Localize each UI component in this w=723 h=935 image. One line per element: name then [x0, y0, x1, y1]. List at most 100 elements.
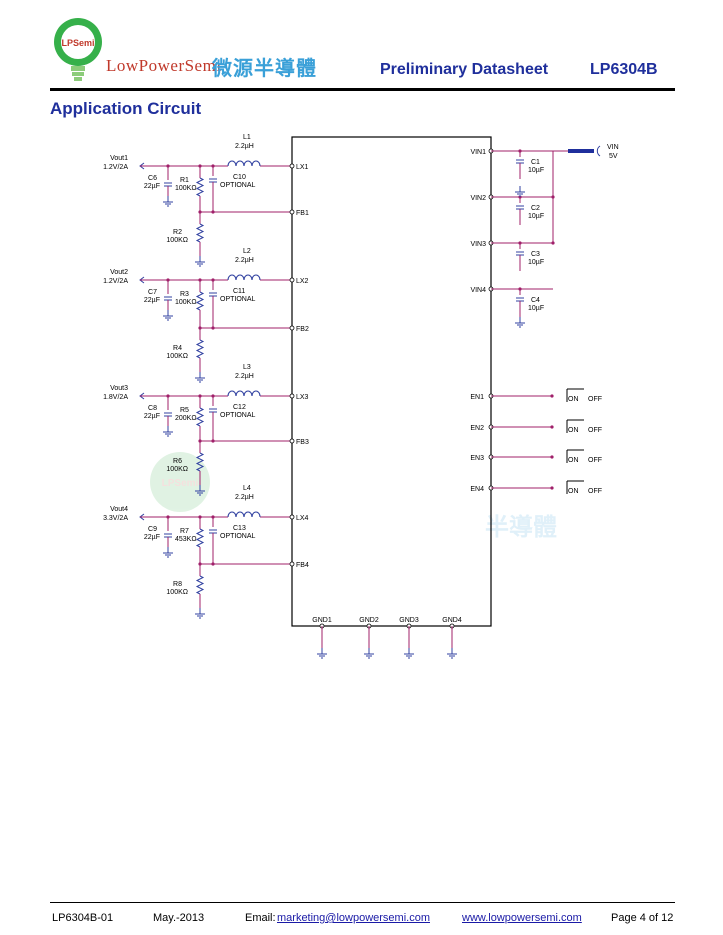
enable-pin-label: EN4 [470, 486, 484, 493]
inductor-symbol [227, 390, 261, 397]
inductor-symbol [227, 511, 261, 518]
enable-pin-label: EN2 [470, 425, 484, 432]
ground-symbol [515, 186, 525, 197]
pin-marker [289, 209, 295, 215]
inductor-value: 2.2µH [235, 143, 254, 150]
capacitor-symbol [164, 533, 172, 538]
input-cap-name: C2 [531, 205, 540, 212]
capacitor-symbol [516, 297, 524, 302]
ground-symbol [163, 310, 173, 321]
resistor-top-name: R5 [180, 407, 189, 414]
resistor-symbol [195, 575, 205, 595]
fb-pin-label: FB3 [296, 439, 309, 446]
enable-pin-label: EN1 [470, 394, 484, 401]
resistor-symbol [195, 407, 205, 427]
capacitor-symbol [209, 408, 217, 413]
resistor-top-name: R7 [180, 528, 189, 535]
junction-dot [551, 241, 555, 245]
resistor-bottom-value: 100KΩ [166, 237, 188, 244]
output-label: Vout2 [110, 269, 128, 276]
resistor-symbol [195, 339, 205, 359]
inductor-name: L1 [243, 134, 251, 141]
capacitor-symbol [516, 159, 524, 164]
footer-website-link[interactable]: www.lowpowersemi.com [462, 912, 582, 924]
header-divider [50, 88, 675, 91]
input-cap-value: 10µF [528, 259, 544, 266]
output-cap-name: C7 [148, 289, 157, 296]
pin-marker [289, 277, 295, 283]
enable-pin-3: EN3 ON OFF [470, 449, 602, 464]
footer-email-label: Email: [245, 912, 276, 924]
output-channel-2: Vout21.2V/2AC722µFR3100KΩR4100KΩC11OPTIO… [103, 248, 309, 383]
part-number: LP6304B [590, 61, 658, 78]
lx-pin-label: LX2 [296, 278, 309, 285]
inductor-value: 2.2µH [235, 257, 254, 264]
logo-icon: LPSemi [52, 16, 104, 82]
capacitor-symbol [516, 251, 524, 256]
logo-text: LowPowerSemi [106, 56, 222, 75]
footer-doc-id: LP6304B-01 [52, 912, 114, 924]
footer-divider [50, 902, 675, 903]
vin-terminal-icon [596, 145, 601, 157]
footer-date: May.-2013 [153, 912, 205, 924]
section-title: Application Circuit [50, 99, 202, 118]
lx-pin-label: LX1 [296, 164, 309, 171]
svg-text:半導體: 半導體 [485, 513, 557, 541]
switch-on-label: ON [568, 488, 579, 495]
pin-marker [289, 514, 295, 520]
input-cap-name: C4 [531, 297, 540, 304]
gnd-pin-1: GND1 [312, 617, 332, 659]
enable-pin-label: EN3 [470, 455, 484, 462]
switch-off-label: OFF [588, 457, 602, 464]
output-spec: 1.2V/2A [103, 164, 128, 171]
lx-pin-label: LX4 [296, 515, 309, 522]
junction-dot [550, 394, 554, 398]
optional-cap-name: C11 [233, 288, 245, 295]
output-cap-name: C6 [148, 175, 157, 182]
capacitor-symbol [164, 296, 172, 301]
vin-label: VIN [607, 144, 619, 151]
ground-symbol [163, 196, 173, 207]
capacitor-symbol [209, 178, 217, 183]
gnd-pin-2: GND2 [359, 617, 379, 659]
ground-symbol [195, 372, 205, 383]
inductor-name: L2 [243, 248, 251, 255]
junction-dot [551, 195, 555, 199]
switch-off-label: OFF [588, 488, 602, 495]
switch-on-label: ON [568, 457, 579, 464]
logo-chinese-text: 微源半導體 [212, 58, 317, 80]
output-cap-value: 22µF [144, 413, 160, 420]
resistor-top-name: R3 [180, 291, 189, 298]
inductor-name: L3 [243, 364, 251, 371]
optional-cap-name: C12 [233, 404, 246, 411]
inductor-symbol [227, 160, 261, 167]
resistor-top-value: 200KΩ [175, 415, 197, 422]
output-label: Vout4 [110, 506, 128, 513]
output-cap-value: 22µF [144, 297, 160, 304]
footer-email-link[interactable]: marketing@lowpowersemi.com [277, 912, 430, 924]
resistor-symbol [195, 223, 205, 243]
gnd-pin-label: GND1 [312, 617, 332, 624]
capacitor-symbol [164, 412, 172, 417]
resistor-top-value: 453KΩ [175, 536, 197, 543]
fb-pin-label: FB1 [296, 210, 309, 217]
resistor-top-value: 100KΩ [175, 299, 197, 306]
resistor-bottom-name: R2 [173, 229, 182, 236]
ground-symbol [317, 648, 327, 659]
inductor-name: L4 [243, 485, 251, 492]
fb-pin-label: FB4 [296, 562, 309, 569]
application-circuit-schematic: LPSemi 半導體 Vout11.2V/2AC622µFR1100KΩR210… [103, 134, 619, 659]
resistor-symbol [195, 528, 205, 548]
output-spec: 1.8V/2A [103, 394, 128, 401]
resistor-bottom-name: R6 [173, 458, 182, 465]
output-cap-name: C9 [148, 526, 157, 533]
switch-off-label: OFF [588, 396, 602, 403]
capacitor-symbol [209, 529, 217, 534]
switch-on-label: ON [568, 427, 579, 434]
input-cap-value: 10µF [528, 167, 544, 174]
junction-dot [550, 425, 554, 429]
on-off-switch: ON OFF [566, 480, 602, 495]
